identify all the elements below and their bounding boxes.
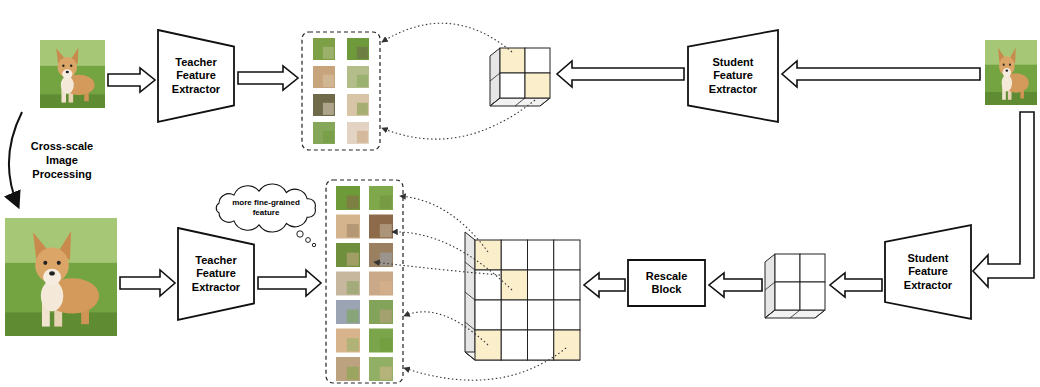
- feature-patch: [336, 186, 360, 210]
- node-label: Teacher Feature Extractor: [165, 56, 227, 96]
- correspondence-line: [404, 312, 488, 345]
- feature-patch-shade: [357, 47, 368, 59]
- input-image: [40, 40, 105, 108]
- block-arrow: [830, 273, 882, 297]
- node-shape: [216, 184, 315, 232]
- student-extractor: Student Feature Extractor: [885, 225, 971, 319]
- feature-patch: [336, 215, 360, 239]
- feature-patch: [313, 122, 335, 144]
- feature-patch-shade: [323, 75, 334, 87]
- block-arrow: [584, 273, 625, 297]
- feature-patch: [313, 66, 335, 88]
- feature-patch: [336, 357, 360, 381]
- feature-patch-shade: [380, 338, 392, 351]
- feature-patch: [369, 215, 393, 239]
- student-extractor: Student Feature Extractor: [688, 30, 778, 122]
- feature-patch-shade: [380, 367, 392, 380]
- node-shape: [885, 225, 971, 319]
- correspondence-line: [382, 23, 512, 52]
- correspondence-line: [382, 100, 535, 139]
- node-label: Rescale Block: [635, 270, 698, 297]
- input-image: [985, 40, 1037, 105]
- block-arrow: [120, 270, 175, 296]
- correspondence-line: [400, 196, 488, 252]
- feature-cube: [765, 254, 825, 318]
- process-arrow: [9, 112, 22, 206]
- feature-patch: [347, 122, 369, 144]
- thought-cloud: more fine-grained feature: [212, 186, 320, 230]
- feature-patch: [347, 94, 369, 116]
- block-arrow: [557, 61, 684, 87]
- correspondence-line: [374, 262, 500, 275]
- feature-cube: [490, 48, 550, 106]
- feature-patch: [369, 329, 393, 353]
- feature-patch: [347, 66, 369, 88]
- feature-patch-shade: [357, 75, 368, 87]
- teacher-extractor: Teacher Feature Extractor: [158, 30, 234, 122]
- feature-patch: [336, 272, 360, 296]
- feature-patch-shade: [323, 131, 334, 143]
- rescale-block: Rescale Block: [628, 260, 705, 306]
- patch-group: [302, 32, 380, 150]
- feature-patch-shade: [347, 338, 359, 351]
- teacher-extractor: Teacher Feature Extractor: [178, 228, 254, 320]
- feature-patch: [369, 357, 393, 381]
- feature-patch-shade: [380, 310, 392, 323]
- feature-patch-shade: [323, 103, 334, 115]
- feature-patch: [313, 94, 335, 116]
- feature-map-grid: [465, 232, 580, 360]
- node-shape: [158, 30, 234, 122]
- node-shape: [178, 228, 254, 320]
- feature-patch-shade: [347, 253, 359, 266]
- correspondence-line: [404, 348, 566, 380]
- node-label: Teacher Feature Extractor: [185, 254, 247, 294]
- node-label: more fine-grained feature: [225, 198, 307, 218]
- feature-patch: [336, 243, 360, 267]
- node-label: Student Feature Extractor: [695, 56, 771, 96]
- feature-patch-shade: [347, 310, 359, 323]
- block-arrow: [782, 61, 980, 87]
- feature-patch: [313, 38, 335, 60]
- feature-patch-shade: [380, 253, 392, 266]
- feature-patch: [369, 272, 393, 296]
- feature-patch-shade: [347, 196, 359, 209]
- upscaled-image: [5, 218, 117, 336]
- node-shape: [628, 260, 705, 306]
- block-arrow: [238, 66, 298, 90]
- thought-bubble: [306, 238, 311, 243]
- feature-patch-shade: [380, 224, 392, 237]
- thought-bubble: [312, 243, 315, 246]
- feature-patch: [369, 243, 393, 267]
- feature-patch-shade: [347, 224, 359, 237]
- node-shape: [688, 30, 778, 122]
- block-arrow: [709, 273, 762, 297]
- block-arrow: [258, 270, 321, 296]
- patch-group: [326, 180, 403, 383]
- feature-patch: [369, 186, 393, 210]
- feature-patch-shade: [357, 131, 368, 143]
- thought-bubble: [297, 231, 303, 237]
- block-arrow: [973, 112, 1034, 287]
- process-label: Cross-scale Image Processing: [22, 140, 102, 181]
- node-label: Student Feature Extractor: [892, 252, 964, 292]
- feature-patch-shade: [357, 103, 368, 115]
- feature-patch: [336, 300, 360, 324]
- feature-patch-shade: [347, 367, 359, 380]
- feature-patch: [347, 38, 369, 60]
- block-arrow: [108, 68, 155, 92]
- feature-patch: [336, 329, 360, 353]
- feature-patch-shade: [347, 281, 359, 294]
- feature-patch-shade: [323, 47, 334, 59]
- feature-patch-shade: [380, 196, 392, 209]
- feature-patch-shade: [380, 281, 392, 294]
- feature-patch: [369, 300, 393, 324]
- correspondence-line: [392, 232, 512, 290]
